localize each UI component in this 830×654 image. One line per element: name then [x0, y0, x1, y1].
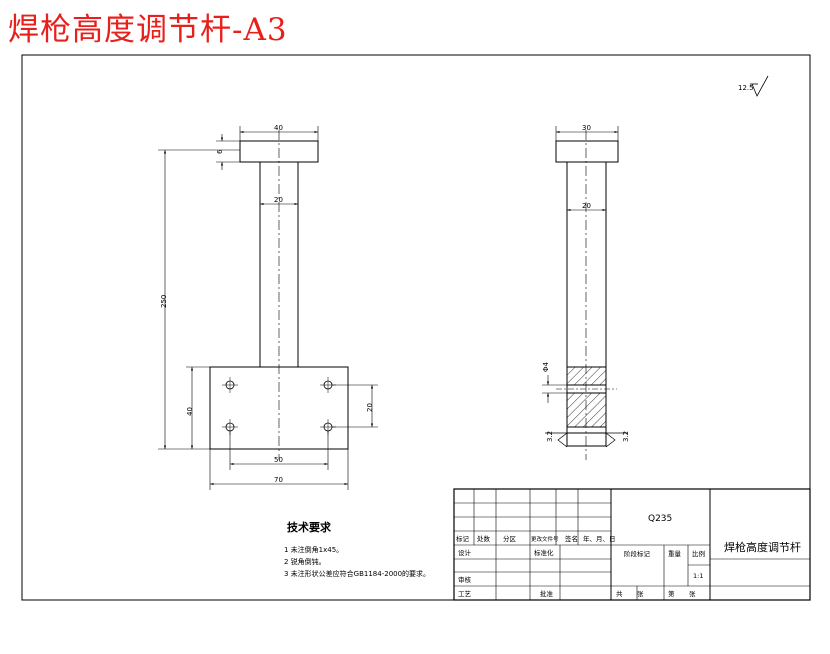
front-view	[158, 126, 378, 490]
label-front-base-height: 40	[186, 407, 194, 416]
tb-scale-value: 1:1	[693, 572, 703, 580]
dim-front-hole-hspacing	[229, 431, 329, 470]
label-front-top-thickness: 6	[216, 149, 224, 154]
tech-requirement-item: 1 未注倒角1x45。	[284, 545, 343, 554]
roughness-symbol: 12.5	[738, 75, 769, 97]
tb-header-doc: 更改文件号	[531, 535, 559, 543]
side-view	[542, 126, 628, 460]
tb-stage-mark-label: 阶段标记	[624, 549, 651, 558]
tb-process-label: 工艺	[458, 590, 472, 598]
label-side-hole-dia: Φ4	[542, 361, 550, 372]
tb-design-label: 设计	[458, 548, 472, 557]
tb-header-mark: 标记	[456, 534, 470, 543]
label-front-total-height: 250	[160, 295, 168, 308]
label-side-rod-width: 20	[582, 202, 591, 210]
tb-part-name: 焊枪高度调节杆	[724, 540, 801, 554]
tb-sheet-label: 第 张	[668, 589, 700, 598]
label-side-top-width: 30	[582, 124, 591, 132]
tb-header-date: 年、月、日	[583, 534, 616, 543]
dim-front-base-height	[186, 366, 210, 449]
side-roughness-marks	[545, 432, 628, 448]
label-side-roughness-right: 3.2	[622, 431, 630, 442]
tb-total-sheets-label: 共 张	[616, 589, 648, 598]
tb-standardization-label: 标准化	[534, 548, 554, 557]
tb-header-count: 处数	[477, 534, 491, 543]
title-block	[453, 488, 811, 601]
tb-header-zone: 分区	[503, 534, 517, 543]
side-view-dim-labels: 30 20 Φ4 3.2 3.2	[542, 124, 630, 442]
tb-weight-label: 重量	[668, 550, 682, 558]
dim-front-top-thickness	[216, 134, 240, 170]
page-title: 焊枪高度调节杆-A3	[8, 12, 288, 48]
tb-review-label: 审核	[458, 575, 472, 584]
roughness-value: 12.5	[738, 84, 754, 92]
dim-front-hole-vspacing	[332, 384, 378, 428]
label-front-rod-width: 20	[274, 196, 283, 204]
dim-side-top-width	[555, 126, 619, 141]
dim-side-hole-dia	[542, 375, 567, 403]
front-view-dim-labels: 40 6 20 250 40 20 50 70	[160, 124, 374, 484]
tb-material: Q235	[648, 514, 672, 524]
label-front-base-width: 70	[274, 476, 283, 484]
tech-requirements: 技术要求 1 未注倒角1x45。 2 锐角倒钝。 3 未注形状公差应符合GB11…	[284, 520, 430, 578]
label-front-hole-hspacing: 50	[274, 456, 283, 464]
side-top-plate	[555, 140, 619, 163]
title-block-text: Q235 焊枪高度调节杆 标记 处数 分区 更改文件号 签名 年、月、日 设计 …	[456, 514, 801, 598]
drawing-frame	[21, 54, 811, 601]
dim-front-top-width	[239, 126, 319, 141]
tb-approve-label: 批准	[540, 589, 554, 598]
dim-front-total-height	[158, 149, 240, 450]
tech-requirement-item: 2 锐角倒钝。	[284, 557, 326, 566]
label-front-hole-vspacing: 20	[366, 403, 374, 412]
tech-requirement-item: 3 未注形状公差应符合GB1184-2000的要求。	[284, 569, 430, 578]
tb-scale-label: 比例	[692, 549, 705, 558]
tech-requirements-heading: 技术要求	[287, 520, 332, 534]
label-front-top-width: 40	[274, 124, 283, 132]
dim-front-base-width	[209, 449, 349, 490]
tb-header-sign: 签名	[565, 534, 578, 543]
label-side-roughness-left: 3.2	[546, 431, 554, 442]
